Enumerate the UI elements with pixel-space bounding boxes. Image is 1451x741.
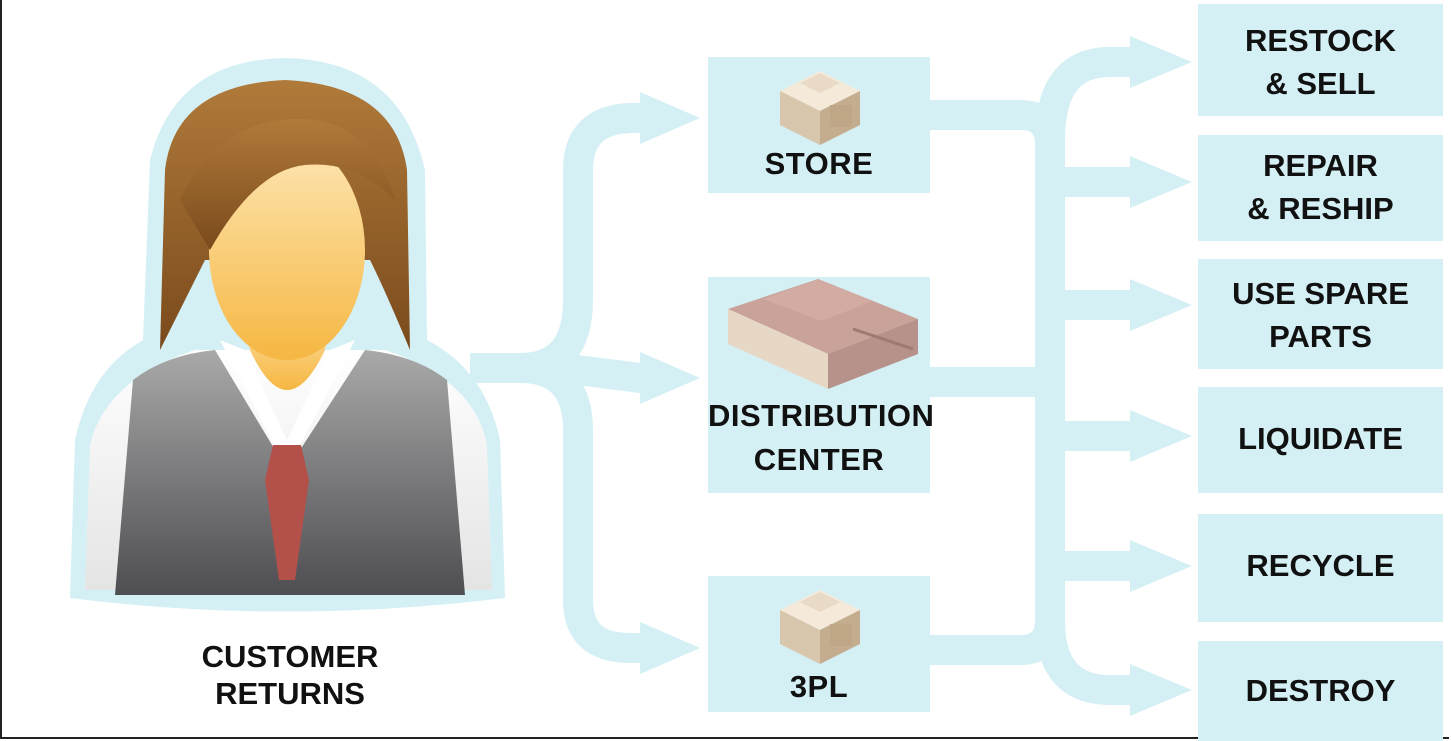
customer-person-icon bbox=[70, 58, 505, 612]
node-dc-label-line2: CENTER bbox=[753, 442, 885, 477]
node-3pl: 3PL bbox=[708, 576, 930, 712]
dest-label-line1: DESTROY bbox=[1245, 673, 1396, 708]
arrowhead-restock bbox=[1130, 36, 1192, 88]
node-dc-label-line1: DISTRIBUTION bbox=[708, 398, 935, 433]
building-icon bbox=[780, 590, 860, 664]
dest-label-line2: & RESHIP bbox=[1247, 191, 1394, 226]
node-store-label: STORE bbox=[764, 146, 874, 181]
dest-label-line1: REPAIR bbox=[1263, 148, 1378, 183]
building-icon bbox=[780, 71, 860, 145]
dest-use-spare-parts: USE SPARE PARTS bbox=[1198, 259, 1443, 369]
node-store: STORE bbox=[708, 57, 930, 193]
flow-to-restock bbox=[1035, 47, 1150, 141]
flow-to-3pl bbox=[519, 353, 660, 663]
arrowhead-store bbox=[640, 92, 700, 144]
arrowhead-dc bbox=[640, 352, 700, 404]
dest-label-line1: RECYCLE bbox=[1246, 548, 1395, 583]
dest-label-line2: PARTS bbox=[1269, 319, 1372, 354]
arrowhead-recycle bbox=[1130, 540, 1192, 592]
dest-liquidate: LIQUIDATE bbox=[1198, 387, 1443, 493]
tie-shape bbox=[265, 445, 309, 580]
dest-destroy: DESTROY bbox=[1198, 641, 1443, 741]
source-label-line1: CUSTOMER bbox=[201, 639, 379, 674]
warehouse-icon bbox=[728, 279, 918, 389]
dest-label-line1: LIQUIDATE bbox=[1238, 421, 1403, 456]
arrowhead-destroy bbox=[1130, 664, 1192, 716]
dest-label-line1: RESTOCK bbox=[1244, 23, 1396, 58]
arrowhead-3pl bbox=[640, 622, 700, 674]
dest-repair-reship: REPAIR & RESHIP bbox=[1198, 135, 1443, 241]
flow-to-destroy bbox=[1035, 619, 1150, 705]
arrowhead-spare bbox=[1130, 279, 1192, 331]
node-distribution-center: DISTRIBUTION CENTER bbox=[708, 277, 935, 493]
source-label-line2: RETURNS bbox=[215, 676, 365, 711]
dest-restock-sell: RESTOCK & SELL bbox=[1198, 4, 1443, 116]
arrowhead-repair bbox=[1130, 156, 1192, 208]
node-3pl-label: 3PL bbox=[789, 669, 849, 704]
source-label: CUSTOMER RETURNS bbox=[140, 638, 440, 712]
arrowhead-liquidate bbox=[1130, 410, 1192, 462]
dest-label-line2: & SELL bbox=[1265, 66, 1376, 101]
dest-recycle: RECYCLE bbox=[1198, 514, 1443, 622]
dest-label-line1: USE SPARE bbox=[1232, 276, 1409, 311]
flow-to-store bbox=[519, 103, 660, 383]
